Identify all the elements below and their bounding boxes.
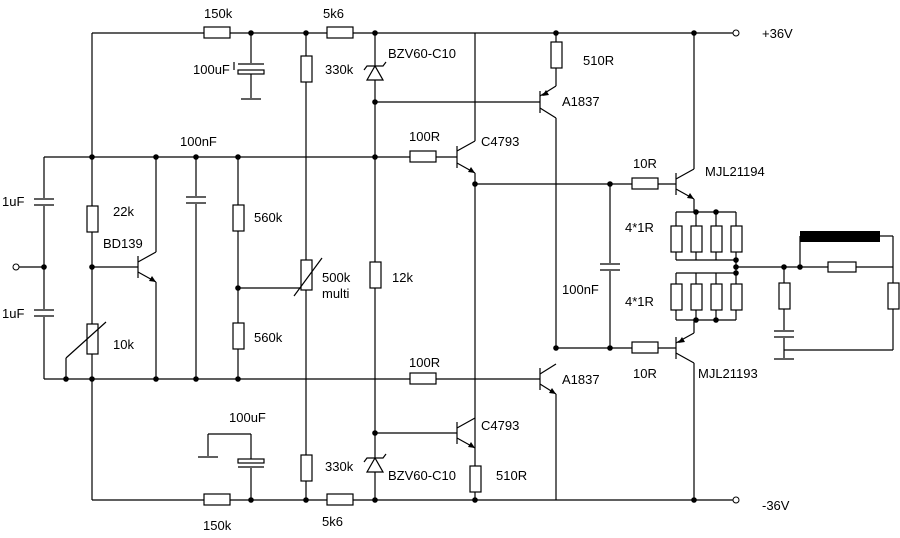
positive-supply-rail [92,29,740,37]
label-100uF-top: 100uF [193,62,230,77]
label-1uF-bottom: 1uF [2,306,24,321]
label-150k-bottom: 150k [203,518,232,533]
label-vplus: +36V [762,26,793,41]
label-1uF-top: 1uF [2,194,24,209]
label-c4793-top: C4793 [481,134,519,149]
label-100R-bottom: 100R [409,355,440,370]
capacitor-100nF-driver [600,184,620,348]
resistor-10R-bottom [631,341,659,354]
inductor-damping-resistor [827,261,857,273]
label-330k-bottom: 330k [325,459,354,474]
output-inductor [800,231,880,242]
label-4x1R-bottom: 4*1R [625,294,654,309]
label-330k-top: 330k [325,62,354,77]
vplus-terminal [732,29,740,37]
label-510R-bottom: 510R [496,468,527,483]
label-10k: 10k [113,337,134,352]
c4793-top [436,33,610,500]
input-terminal [12,263,20,271]
resistor-560k-bottom [232,322,245,350]
c4793-bottom [456,417,482,493]
resistor-100R-bottom [409,372,437,385]
resistor-330k-bottom [300,454,313,482]
label-zener-bottom: BZV60-C10 [388,468,456,483]
divider-560k [232,157,306,379]
resistor-5k6-bottom [326,493,354,506]
resistor-5k6-top [326,26,354,39]
label-510R-top: 510R [583,53,614,68]
label-5k6-bottom: 5k6 [322,514,343,529]
capacitor-100uF-top [233,33,265,100]
label-zener-top: BZV60-C10 [388,46,456,61]
output-network [735,231,900,360]
label-100nF-driver: 100nF [562,282,599,297]
capacitor-100uF-bottom [198,433,265,500]
label-4x1R-top: 4*1R [625,220,654,235]
label-10R-bottom: 10R [633,366,657,381]
zener-top [365,64,385,81]
label-150k-top: 150k [204,6,233,21]
label-22k: 22k [113,204,134,219]
load-resistor [887,282,900,310]
resistor-100R-top [409,150,437,163]
label-12k: 12k [392,270,413,285]
vbe-multiplier [65,33,157,500]
resistor-22k [86,205,99,233]
label-100uF-bottom: 100uF [229,410,266,425]
label-560k-top: 560k [254,210,283,225]
pot-500k [300,259,313,291]
zener-bottom [365,456,385,473]
resistor-150k-top [203,26,231,39]
label-10R-top: 10R [633,156,657,171]
bd139-emitter-arrow [149,276,156,282]
resistor-330k-top [300,55,313,83]
resistor-510R-top [550,41,563,69]
vminus-terminal [732,496,740,504]
zener-column [363,33,540,500]
resistor-510R-bottom [469,465,482,493]
capacitor-100nF-input [186,157,206,379]
mjl21193 [675,320,695,500]
label-a1837-top: A1837 [562,94,600,109]
component-labels: 150k 100uF 5k6 330k BZV60-C10 510R +36V … [2,6,793,533]
negative-supply-rail [92,496,740,504]
label-a1837-bottom: A1837 [562,372,600,387]
label-500k: 500k [322,270,351,285]
junction-dots [41,30,803,503]
label-vminus: -36V [762,498,790,513]
resistor-150k-bottom [203,493,231,506]
mjl21194 [675,33,695,212]
label-multi: multi [322,286,350,301]
a1837-bottom [539,363,557,500]
resistor-10R-top [631,177,659,190]
label-5k6-top: 5k6 [323,6,344,21]
zobel-resistor [778,282,791,310]
emitter-resistors-bottom [670,272,743,321]
label-100R-top: 100R [409,129,440,144]
label-100nF-input: 100nF [180,134,217,149]
label-mjl21193: MJL21193 [698,366,758,381]
label-560k-bottom: 560k [254,330,283,345]
label-mjl21194: MJL21194 [705,164,765,179]
resistor-560k-top [232,204,245,232]
trimmer-10k-arrow [65,321,107,359]
resistor-12k [369,261,382,289]
pot-500k-column [293,33,323,500]
trimmer-10k [86,323,99,355]
a1837-top [539,33,610,349]
emitter-resistors-top [670,211,743,261]
label-c4793-bottom: C4793 [481,418,519,433]
label-bd139: BD139 [103,236,143,251]
